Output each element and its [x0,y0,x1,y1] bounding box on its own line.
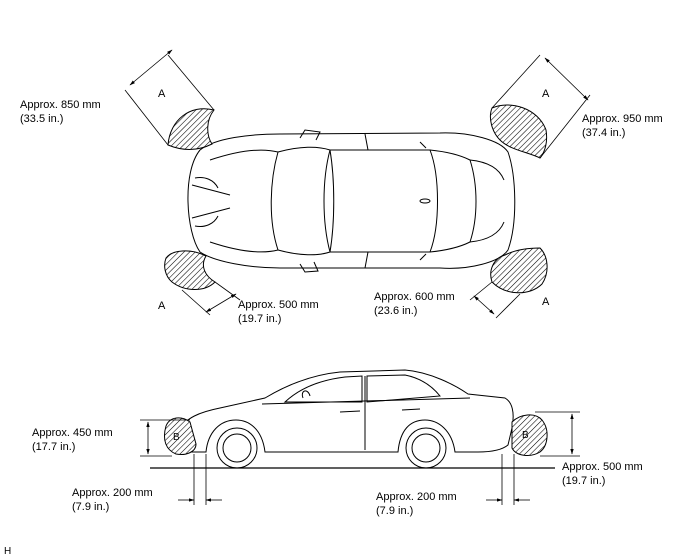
zone-a-rear-left [489,54,591,159]
zone-letter-a-front-left: A [158,88,166,100]
zone-b-rear [486,411,580,505]
front-left-range-mm: Approx. 850 mm [20,99,101,111]
zone-b-front [140,417,222,505]
top-view-car [187,129,516,273]
zone-letter-b-front: B [173,432,180,443]
front-height-inch: (17.7 in.) [32,441,76,453]
figure-id: H [4,546,12,557]
rear-left-range-inch: (37.4 in.) [582,127,626,139]
rear-offset-label: Approx. 200 mm (7.9 in.) [376,490,457,518]
zone-letter-b-rear: B [522,430,529,441]
rear-right-range-label: Approx. 600 mm (23.6 in.) [374,290,455,318]
zone-letter-a-rear-left: A [542,88,550,100]
rear-height-label: Approx. 500 mm (19.7 in.) [562,460,643,488]
rear-left-range-label: Approx. 950 mm (37.4 in.) [582,112,663,140]
side-view-car [150,369,555,469]
zone-a-rear-right [469,247,548,319]
zone-letter-a-rear-right: A [542,296,550,308]
rear-right-range-mm: Approx. 600 mm [374,291,455,303]
zone-a-front-left [124,49,215,150]
front-right-range-mm: Approx. 500 mm [238,299,319,311]
front-height-label: Approx. 450 mm (17.7 in.) [32,426,113,454]
front-right-range-label: Approx. 500 mm (19.7 in.) [238,298,319,326]
rear-offset-mm: Approx. 200 mm [376,491,457,503]
front-offset-inch: (7.9 in.) [72,501,110,513]
front-left-range-label: Approx. 850 mm (33.5 in.) [20,98,101,126]
front-offset-label: Approx. 200 mm (7.9 in.) [72,486,153,514]
rear-height-inch: (19.7 in.) [562,475,606,487]
front-height-mm: Approx. 450 mm [32,427,113,439]
front-right-range-inch: (19.7 in.) [238,313,282,325]
rear-left-range-mm: Approx. 950 mm [582,113,663,125]
zone-a-front-right [164,250,241,316]
rear-height-mm: Approx. 500 mm [562,461,643,473]
front-offset-mm: Approx. 200 mm [72,487,153,499]
zone-letter-a-front-right: A [158,300,166,312]
front-left-range-inch: (33.5 in.) [20,113,64,125]
rear-right-range-inch: (23.6 in.) [374,305,418,317]
rear-offset-inch: (7.9 in.) [376,505,414,517]
